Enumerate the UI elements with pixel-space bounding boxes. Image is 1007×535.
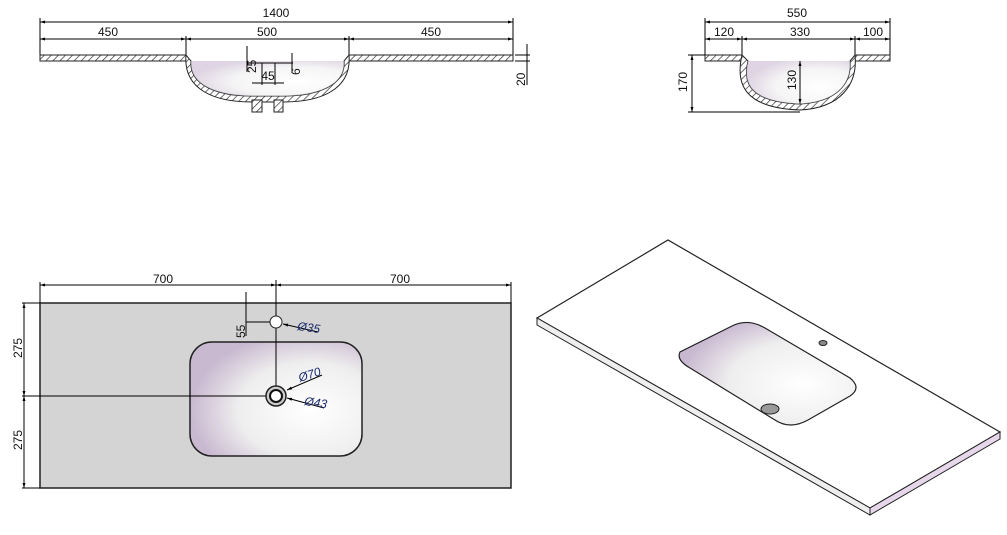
iso-basin [678, 321, 857, 426]
dim-right-width: 450 [421, 25, 441, 39]
dim-basin-width: 500 [257, 25, 277, 39]
drain-inner [269, 389, 283, 403]
dim-back-margin: 100 [863, 25, 883, 39]
dim-thickness: 20 [514, 72, 528, 86]
basin-wall-section [185, 53, 350, 103]
side-section-view: 550 120 330 100 170 130 [676, 6, 891, 113]
dim-back-half: 275 [11, 338, 25, 358]
dim-total-height: 170 [676, 72, 690, 92]
dim-overflow-width: 45 [261, 69, 275, 83]
dim-front-margin: 120 [714, 25, 734, 39]
iso-side-edge [869, 431, 1001, 516]
dim-overflow-height: 6 [289, 68, 303, 75]
countertop-slab-section [39, 54, 514, 62]
dim-overall-width: 1400 [263, 6, 290, 20]
plan-view: 700 700 275 275 55 Ø35 Ø70 Ø43 [11, 272, 512, 489]
dim-left-half: 700 [153, 272, 173, 286]
dim-tap-offset: 55 [234, 324, 248, 338]
dim-tap-hole: Ø35 [296, 319, 322, 336]
drain-outlet-section [251, 99, 284, 113]
front-section-view: 1400 450 500 450 25 45 6 20 [39, 6, 530, 113]
dim-front-half: 275 [11, 430, 25, 450]
dim-overflow-depth: 25 [245, 59, 259, 73]
iso-tap-hole [818, 340, 828, 346]
dim-basin-depth: 330 [790, 25, 810, 39]
dim-overall-depth: 550 [787, 6, 807, 20]
dim-right-half: 700 [390, 272, 410, 286]
tap-hole [269, 315, 283, 329]
dim-left-width: 450 [98, 25, 118, 39]
isometric-view [535, 239, 1002, 516]
iso-drain [760, 403, 780, 415]
dim-drain-inner: Ø43 [303, 394, 329, 411]
dim-bowl-height: 130 [785, 70, 799, 90]
